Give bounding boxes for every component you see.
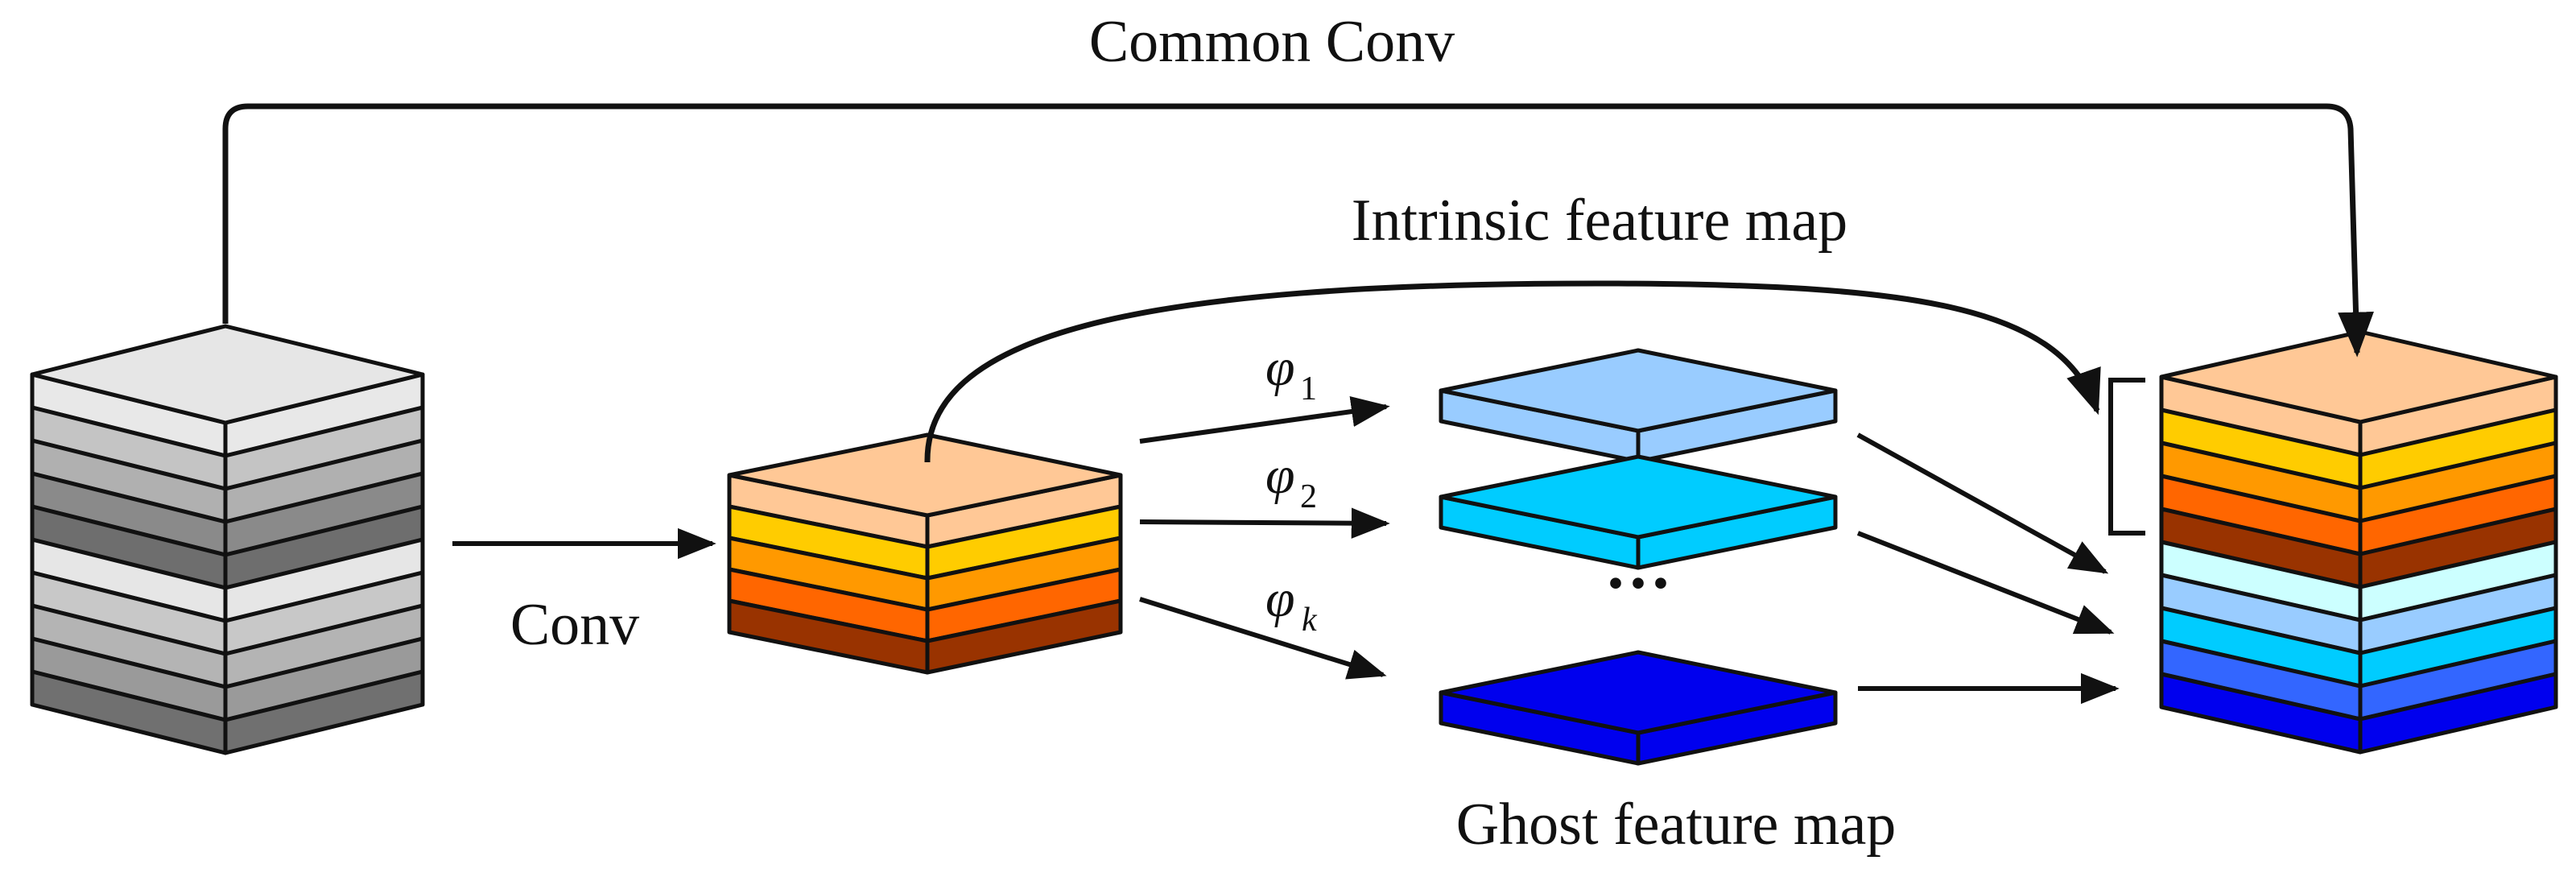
ghost-feature-map-label: Ghost feature map (1456, 792, 1897, 858)
phik-symbol: φ (1265, 569, 1295, 628)
phi2-arrow (1139, 507, 1390, 539)
input-stack-top (30, 324, 425, 425)
ghost2-output-arrow (1856, 531, 2115, 635)
ghost1-output-arrow (1856, 432, 2109, 574)
output-stack-layer-10-right (2358, 672, 2558, 755)
phi1-symbol: φ (1265, 338, 1295, 397)
phi2-subscript: 2 (1300, 478, 1317, 515)
phi2-symbol: φ (1265, 446, 1295, 505)
ellipsis-label: ··· (1604, 546, 1672, 621)
intrinsic-bracket (2108, 378, 2145, 536)
ghost-map-1-top (1439, 348, 1838, 433)
ghost-map-2-top (1439, 454, 1838, 540)
phi1-subscript: 1 (1300, 370, 1317, 407)
input-stack-layer-10-right (223, 669, 425, 755)
phik-subscript: k (1302, 602, 1318, 639)
common-conv-label: Common Conv (1089, 9, 1455, 75)
intrinsic-curve-arrow (924, 280, 2101, 463)
intrinsic-feature-map-label: Intrinsic feature map (1352, 188, 1847, 254)
phi1-arrow (1139, 395, 1390, 444)
intrinsic-stack-layer-5-right (925, 598, 1123, 675)
ghost-map-3-top (1439, 650, 1838, 735)
intrinsic-stack-top (727, 432, 1123, 518)
output-stack-top (2159, 329, 2558, 424)
phik-arrow (1139, 597, 1387, 680)
conv-label: Conv (510, 592, 639, 658)
common-conv-arrow (222, 103, 2374, 358)
